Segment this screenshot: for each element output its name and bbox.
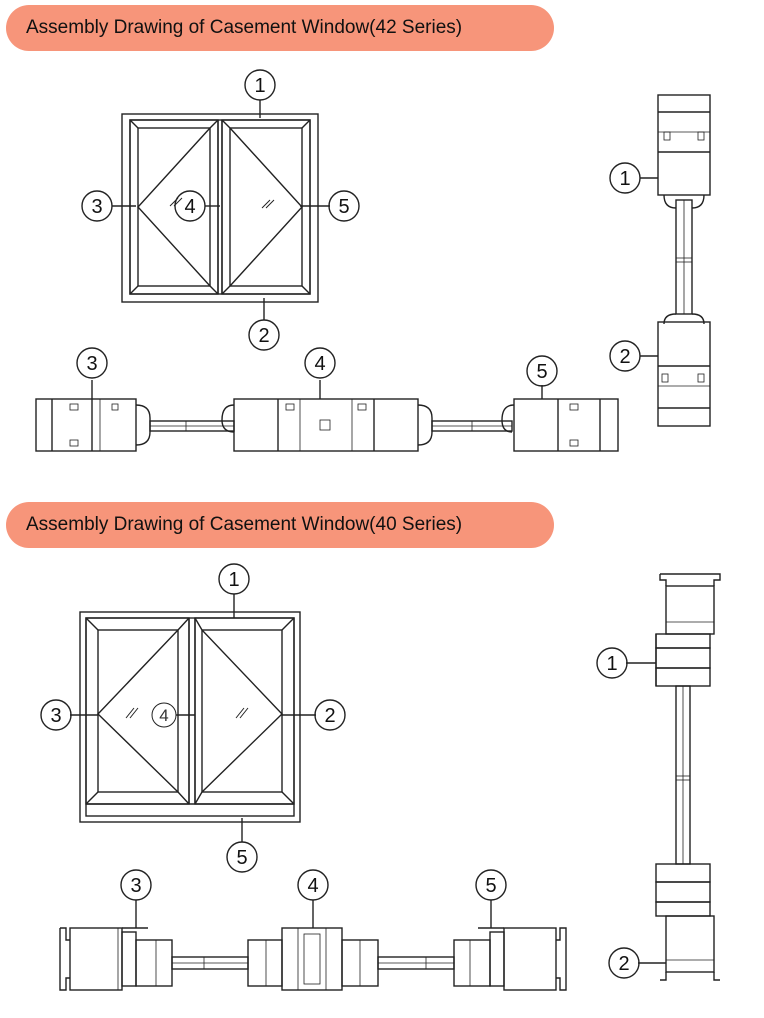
callout-label: 3 [130, 875, 141, 897]
callout-label: 5 [236, 847, 247, 869]
callout-label: 2 [619, 346, 630, 368]
horizontal-section-42: 3 4 5 [35, 347, 619, 452]
callout-label: 3 [50, 705, 61, 727]
callout-label: 1 [606, 653, 617, 675]
callout-label: 2 [258, 325, 269, 347]
callout-label: 5 [485, 875, 496, 897]
window-elevation-42 [112, 100, 330, 320]
vertical-section-40: 1 2 [596, 573, 721, 981]
callout-label: 3 [91, 196, 102, 218]
section-title-42-series: Assembly Drawing of Casement Window(42 S… [6, 5, 554, 51]
callout-label: 4 [184, 196, 195, 218]
callout-label: 4 [314, 353, 325, 375]
callout-label: 1 [619, 168, 630, 190]
vertical-section-42: 1 2 [609, 94, 711, 427]
horizontal-section-40: 3 4 5 [59, 869, 567, 991]
callout-label: 5 [338, 196, 349, 218]
callout-label: 4 [159, 706, 168, 725]
window-elevation-40 [70, 594, 316, 842]
callout-label: 2 [618, 953, 629, 975]
section-title-40-series: Assembly Drawing of Casement Window(40 S… [6, 502, 554, 548]
callout-label: 4 [307, 875, 318, 897]
window-callouts-42: 1 3 4 5 2 [81, 69, 360, 351]
callout-label: 1 [228, 569, 239, 591]
callout-label: 5 [536, 361, 547, 383]
callout-label: 2 [324, 705, 335, 727]
window-callouts-40: 1 3 4 2 5 [40, 563, 346, 873]
callout-label: 1 [254, 75, 265, 97]
callout-label: 3 [86, 353, 97, 375]
